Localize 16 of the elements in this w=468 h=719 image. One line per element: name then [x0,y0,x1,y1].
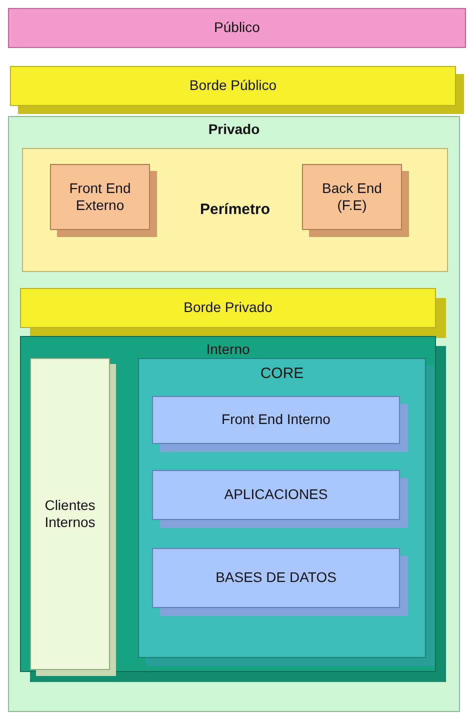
node-label: APLICACIONES [224,486,328,504]
container-box [22,148,448,272]
node-label: Back End (F.E) [321,180,383,214]
node-label: Clientes Internos [44,496,96,532]
node-label: CORE [259,365,305,384]
node-label: Borde Privado [184,299,272,317]
container-box [8,116,460,712]
node-label: Público [214,19,260,37]
node-label: Perímetro [200,200,270,220]
node-label: Privado [207,121,261,138]
node-label: Front End Externo [68,180,132,214]
node-label: Interno [205,341,251,358]
band [8,8,466,48]
node-label: Borde Público [189,77,277,95]
node-label: Front End Interno [222,411,330,429]
node-label: BASES DE DATOS [216,569,336,587]
